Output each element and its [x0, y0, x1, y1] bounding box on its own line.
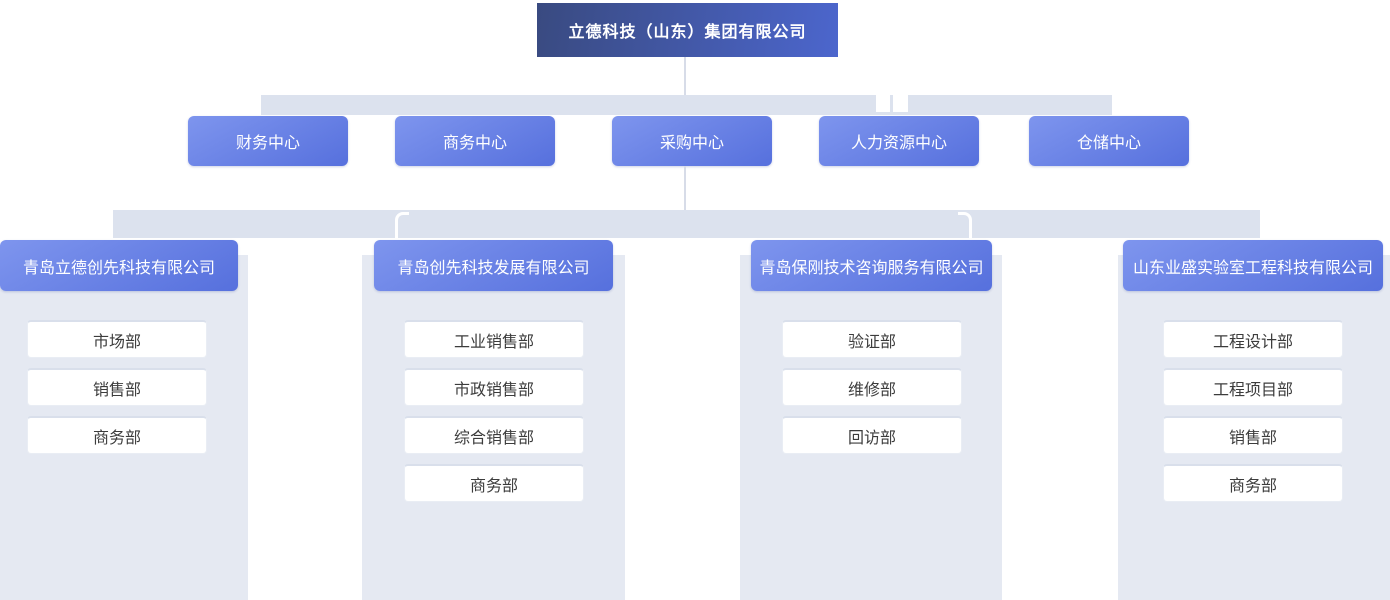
connector-bracket-right: [958, 212, 972, 238]
connector-band-notch: [893, 95, 908, 112]
center-label: 人力资源中心: [850, 135, 947, 152]
department-label: 工程项目部: [1212, 381, 1293, 399]
org-node-department[interactable]: 商务部: [404, 464, 584, 502]
department-label: 市政销售部: [453, 381, 534, 399]
org-node-procurement-center[interactable]: 采购中心: [612, 116, 772, 166]
connector-bracket-left: [395, 212, 409, 238]
company-name: 青岛保刚技术咨询服务有限公司: [759, 259, 984, 277]
org-node-root[interactable]: 立德科技（山东）集团有限公司: [537, 3, 838, 57]
connector-companies-band: [113, 210, 1260, 238]
org-node-department[interactable]: 工程项目部: [1163, 368, 1343, 406]
connector-centers-band: [261, 95, 1112, 115]
org-node-hr-center[interactable]: 人力资源中心: [819, 116, 979, 166]
department-label: 市场部: [92, 333, 141, 351]
department-label: 工业销售部: [453, 333, 534, 351]
department-label: 综合销售部: [453, 429, 534, 447]
org-node-company-2[interactable]: 青岛创先科技发展有限公司: [374, 240, 613, 291]
org-node-department[interactable]: 销售部: [27, 368, 207, 406]
connector-mid-vline: [684, 166, 686, 210]
org-node-department[interactable]: 工程设计部: [1163, 320, 1343, 358]
department-label: 维修部: [847, 381, 896, 399]
department-label: 商务部: [92, 429, 141, 447]
center-label: 财务中心: [235, 135, 300, 152]
center-label: 商务中心: [442, 135, 507, 152]
org-node-company-1[interactable]: 青岛立德创先科技有限公司: [0, 240, 238, 291]
org-node-department[interactable]: 回访部: [782, 416, 962, 454]
company-name: 青岛立德创先科技有限公司: [22, 259, 215, 277]
org-node-department[interactable]: 市政销售部: [404, 368, 584, 406]
department-label: 商务部: [1228, 477, 1277, 495]
department-label: 商务部: [469, 477, 518, 495]
org-node-company-3[interactable]: 青岛保刚技术咨询服务有限公司: [751, 240, 992, 291]
org-node-department[interactable]: 商务部: [27, 416, 207, 454]
company-name: 山东业盛实验室工程科技有限公司: [1132, 259, 1373, 277]
org-node-department[interactable]: 验证部: [782, 320, 962, 358]
org-node-department[interactable]: 维修部: [782, 368, 962, 406]
org-node-company-4[interactable]: 山东业盛实验室工程科技有限公司: [1123, 240, 1383, 291]
department-label: 回访部: [847, 429, 896, 447]
connector-root-vline: [684, 57, 686, 95]
department-label: 工程设计部: [1212, 333, 1293, 351]
department-label: 验证部: [847, 333, 896, 351]
org-node-department[interactable]: 销售部: [1163, 416, 1343, 454]
center-label: 仓储中心: [1076, 135, 1141, 152]
org-node-root-label: 立德科技（山东）集团有限公司: [568, 24, 807, 41]
connector-band-notch: [876, 95, 890, 112]
org-node-department[interactable]: 工业销售部: [404, 320, 584, 358]
org-node-department[interactable]: 综合销售部: [404, 416, 584, 454]
org-node-finance-center[interactable]: 财务中心: [188, 116, 348, 166]
department-label: 销售部: [92, 381, 141, 399]
org-node-department[interactable]: 商务部: [1163, 464, 1343, 502]
org-node-warehouse-center[interactable]: 仓储中心: [1029, 116, 1189, 166]
org-node-department[interactable]: 市场部: [27, 320, 207, 358]
center-label: 采购中心: [659, 135, 724, 152]
department-label: 销售部: [1228, 429, 1277, 447]
company-name: 青岛创先科技发展有限公司: [397, 259, 590, 277]
org-node-business-center[interactable]: 商务中心: [395, 116, 555, 166]
